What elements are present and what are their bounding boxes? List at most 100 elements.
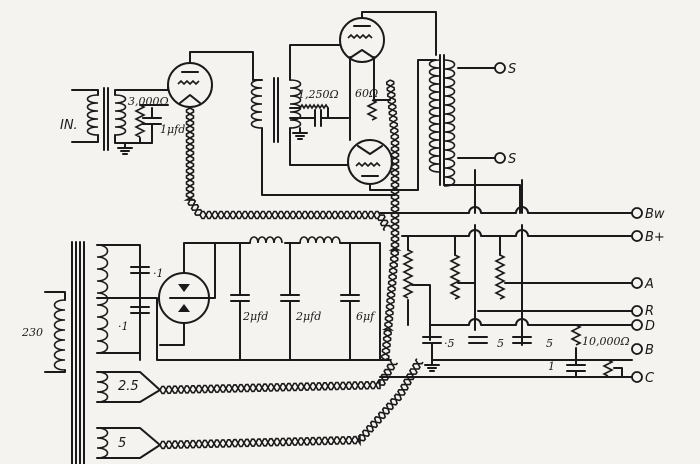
rectifier-tube: [158, 272, 210, 324]
terminal-label-bw: Bw: [645, 207, 665, 222]
label-input: IN.: [60, 118, 78, 133]
terminal-bw[interactable]: [631, 207, 643, 219]
label-bias-resistor: 1,250Ω: [298, 88, 339, 101]
ground-bus: [431, 342, 633, 361]
bias-resistor: [299, 103, 329, 110]
output-b-lead: [443, 184, 521, 214]
twisted-pairs: [159, 79, 424, 450]
hv-secondary: [96, 244, 109, 354]
terminal-s1[interactable]: [494, 62, 506, 74]
upper-grid-lead: [289, 44, 341, 81]
divider-pot-1: [402, 249, 414, 299]
input-secondary-coil: [114, 94, 127, 136]
label-output-cap: 1: [548, 360, 555, 373]
wires: [44, 11, 633, 459]
output-filament-twist: [381, 79, 402, 361]
label-divider-cap-1: ·5: [444, 337, 455, 350]
rectifier-leads: [159, 242, 216, 346]
terminal-bplus[interactable]: [631, 230, 643, 242]
grid-resistor-lead: [139, 104, 169, 144]
filter-line: [214, 242, 381, 361]
terminal-c[interactable]: [631, 371, 643, 383]
c-line: [379, 370, 633, 378]
d-line: [429, 318, 633, 326]
label-hum-resistor: 60Ω: [355, 87, 378, 100]
filter-cap-2: [280, 294, 300, 302]
output-transformer: [439, 54, 445, 186]
terminal-label-r: R: [645, 304, 654, 319]
hv-center: [96, 297, 391, 361]
filament-5-coil: [96, 427, 109, 459]
label-divider-cap-3: 5: [546, 337, 553, 350]
label-bypass-cap-2: ·1: [118, 320, 129, 333]
ground-symbol: [117, 142, 133, 155]
divider-cap-2: [468, 336, 488, 344]
label-divider-resistor: 10,000Ω: [582, 335, 630, 348]
bypass-cap-1: [130, 266, 150, 274]
filament-2-5-coil: [96, 371, 109, 403]
ground-symbol: [424, 359, 440, 372]
label-bypass-cap-1: ·1: [153, 267, 164, 280]
grid-lead: [114, 84, 169, 96]
terminal-label-b: B: [645, 343, 654, 358]
input-lead: [71, 134, 99, 143]
power-primary: [53, 299, 66, 371]
interstage-transformer: [273, 77, 279, 143]
label-grid-capacitor: 1μfd: [160, 123, 185, 136]
terminal-label-a: A: [644, 277, 654, 292]
lower-grid-lead: [289, 127, 349, 166]
first-filament-twist: [183, 107, 392, 228]
filament-5-twist: [159, 358, 421, 450]
label-filter-cap-2: 2μfd: [295, 310, 321, 323]
wire: [96, 427, 161, 459]
terminals: [494, 62, 643, 383]
bypass-cap-2: [130, 306, 150, 314]
choke-1: [249, 236, 283, 244]
cathode-leads: [349, 56, 391, 141]
terminal-label-s2: S: [508, 152, 516, 167]
terminal-label-d: D: [645, 319, 655, 334]
hum-resistor: [366, 99, 378, 121]
first-plate-lead: [189, 51, 254, 81]
terminal-label-s1: S: [508, 62, 516, 77]
grid-resistor: [134, 104, 146, 138]
choke-2: [299, 236, 341, 244]
output-primary: [428, 59, 441, 173]
label-primary-voltage: 230: [21, 326, 43, 339]
terminal-d[interactable]: [631, 319, 643, 331]
filter-cap-1: [230, 294, 250, 302]
input-lead: [71, 89, 99, 96]
hv-top: [96, 244, 141, 361]
lower-plate-lead: [369, 59, 437, 191]
pot-1-arm: [411, 284, 431, 341]
filter-cap-3: [340, 294, 360, 302]
terminal-label-bplus: B+: [645, 230, 665, 245]
label-divider-cap-2: 5: [497, 337, 504, 350]
label-filament-5: 5: [118, 436, 126, 451]
filament-2-5-twist: [159, 358, 396, 395]
divider-resistor: [570, 324, 582, 346]
terminal-s2[interactable]: [494, 152, 506, 164]
label-filter-cap-1: 2μfd: [242, 310, 268, 323]
terminal-label-c: C: [645, 371, 655, 386]
divider-pot-2: [449, 254, 461, 300]
power-transformer: [71, 241, 85, 464]
filament-5-twist: [159, 361, 424, 450]
interstage-b-lead: [261, 127, 396, 196]
upper-plate-lead: [361, 11, 437, 56]
speaker-leads: [457, 67, 496, 159]
input-transformer: [103, 87, 109, 151]
bw-line: [379, 206, 633, 214]
terminal-r[interactable]: [631, 305, 643, 317]
terminal-b[interactable]: [631, 343, 643, 355]
filter-cap-leads: [239, 242, 351, 361]
wire: [96, 371, 161, 403]
label-filter-cap-3: 6μf: [356, 310, 376, 323]
input-primary-coil: [86, 94, 99, 136]
bplus-line: [401, 229, 633, 237]
terminal-a[interactable]: [631, 277, 643, 289]
ground-symbol: [292, 127, 308, 140]
tube-push-pull-upper: [339, 17, 385, 63]
